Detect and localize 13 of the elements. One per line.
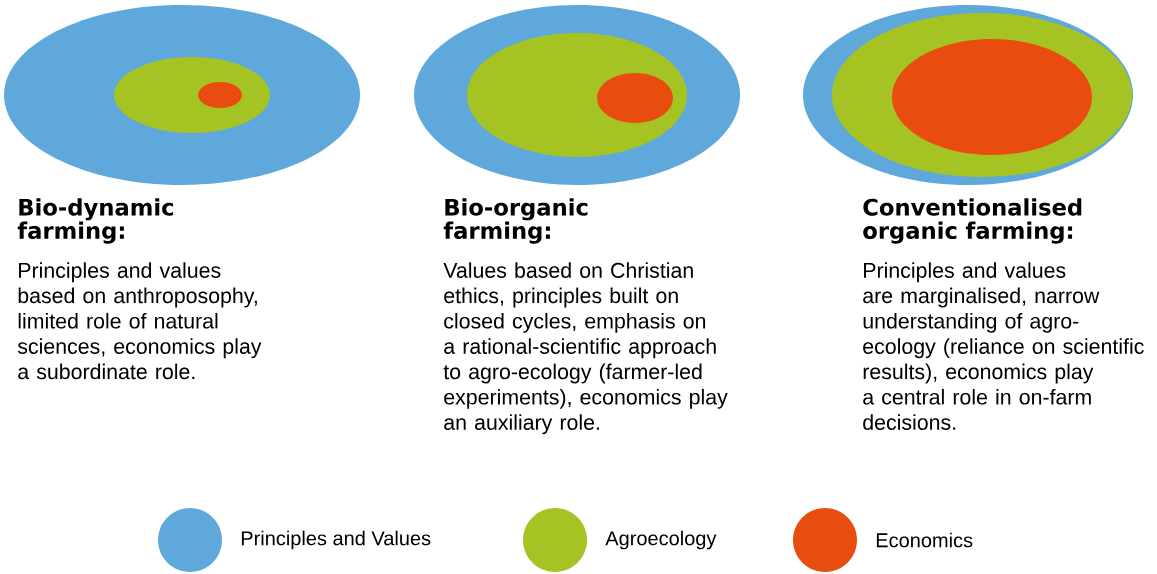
- column-heading: Conventionalised organic farming:: [863, 198, 1082, 244]
- inner-ellipse: [597, 73, 673, 123]
- column-heading: Bio-organic farming:: [443, 198, 588, 244]
- description-text: Principles and values based on anthroposophy, limited role of natural sciences, economics play a subordinate role.: [17, 262, 262, 380]
- inner-ellipse: [892, 39, 1092, 155]
- legend-label: Economics: [876, 532, 973, 548]
- legend-label: Principles and Values: [241, 530, 431, 550]
- inner-ellipse: [198, 82, 242, 108]
- legend-label: Agroecology: [605, 530, 717, 550]
- description-text: Values based on Christian ethics, principles built on closed cycles, emphasis on a rational-scientific approach to agro-ecology (farmer-led experiments), economics play an auxiliary role.: [443, 262, 728, 435]
- description-text: Principles and values are marginalised, narrow understanding of agro-ecology (reliance on scientific results), economics play a central role in on-farm decisions.: [863, 262, 1144, 430]
- column-heading: Bio-dynamic farming:: [17, 198, 174, 244]
- middle-ellipse: [114, 57, 270, 133]
